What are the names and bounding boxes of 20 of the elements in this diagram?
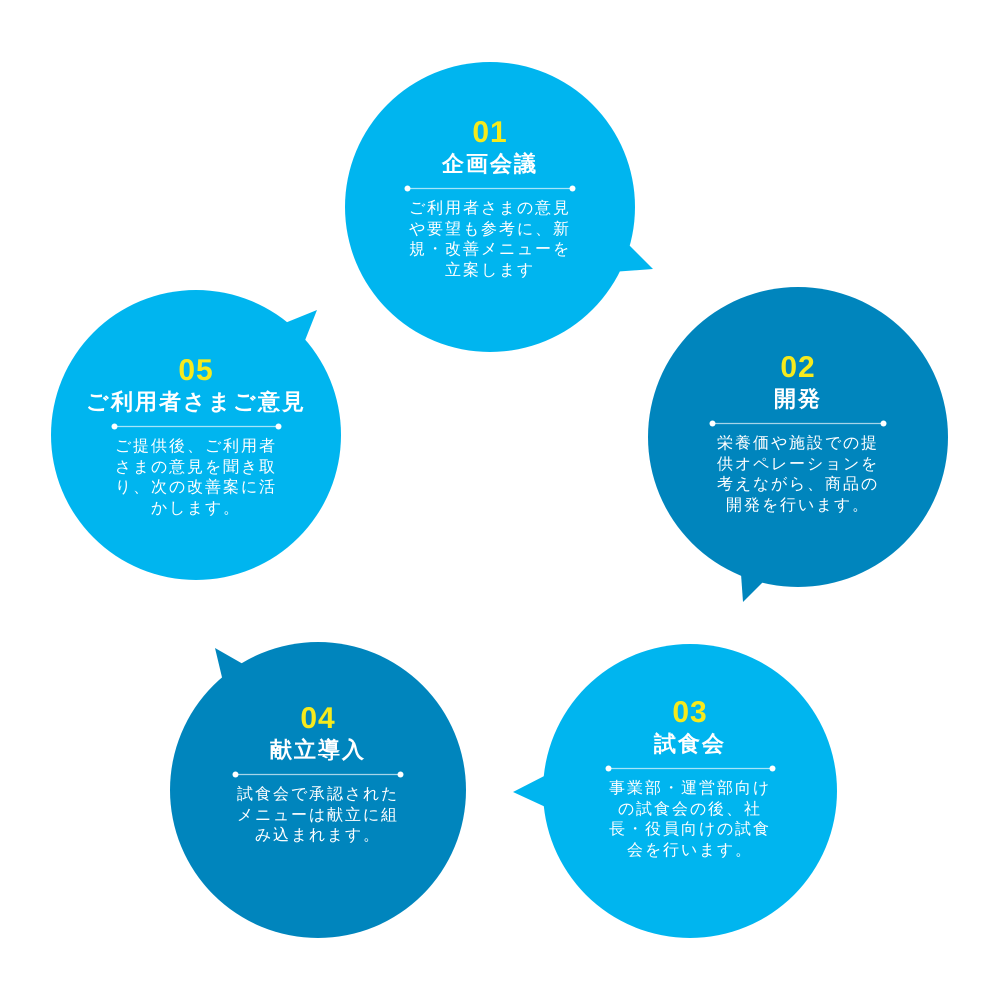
step-description: ご提供後、ご利用者さまの意見を聞き取り、次の改善案に活かします。 [114, 436, 278, 518]
step-title: 開発 [774, 386, 822, 413]
step-description: 栄養価や施設での提供オペレーションを考えながら、商品の開発を行います。 [716, 433, 880, 515]
step-number: 03 [672, 697, 708, 728]
step-number: 01 [472, 117, 508, 148]
step-number: 02 [780, 352, 816, 383]
speech-bubble [513, 644, 837, 938]
step-description: 試食会で承認されたメニューは献立に組み込まれます。 [236, 784, 400, 846]
step-number: 05 [178, 355, 214, 386]
speech-bubble [345, 62, 653, 352]
step-title: ご利用者さまご意見 [86, 389, 306, 416]
step-title: 献立導入 [270, 737, 366, 764]
step-title: 企画会議 [442, 151, 538, 178]
speech-bubble [170, 642, 466, 938]
step-description: 事業部・運営部向けの試食会の後、社長・役員向けの試食会を行います。 [608, 778, 772, 860]
step-title: 試食会 [654, 731, 726, 758]
speech-bubble [648, 287, 948, 602]
speech-bubble [51, 290, 341, 580]
step-description: ご利用者さまの意見や要望も参考に、新規・改善メニューを立案します [408, 198, 572, 280]
step-number: 04 [300, 703, 336, 734]
